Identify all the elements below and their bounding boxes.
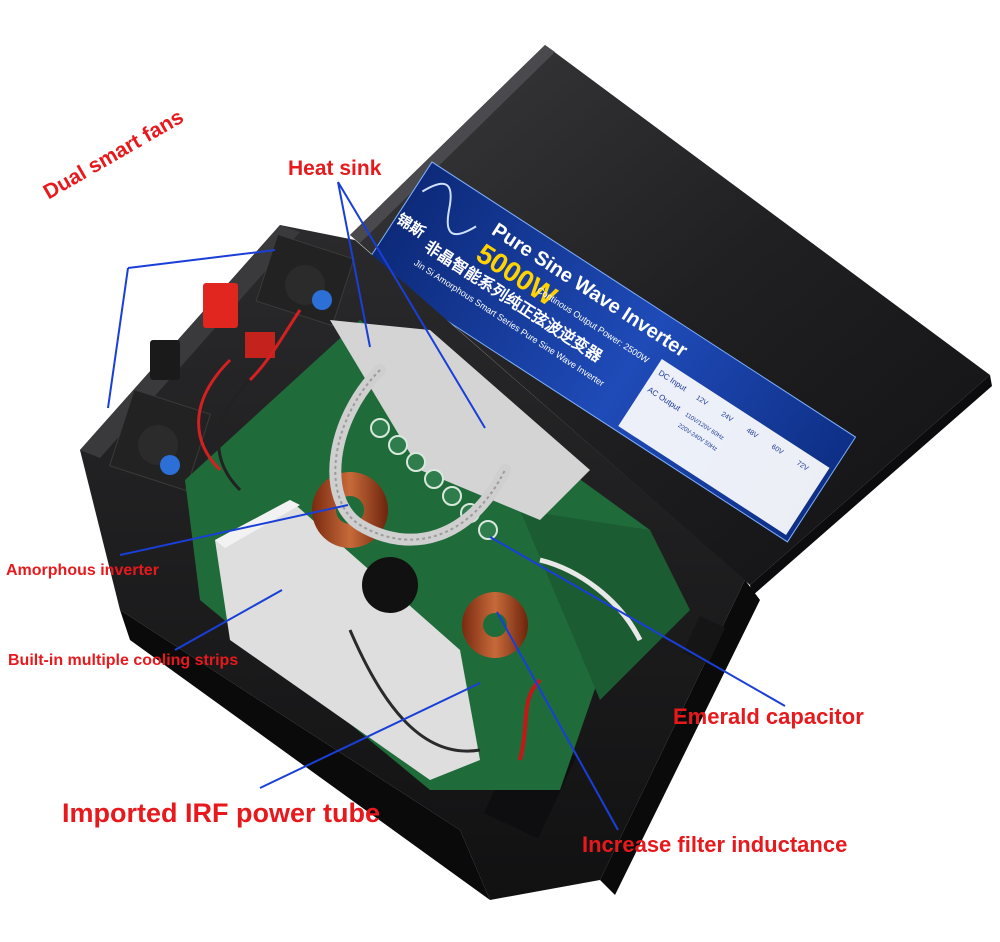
dc-terminals	[150, 283, 275, 380]
callout-irf-power-tube: Imported IRF power tube	[62, 798, 381, 828]
bulk-capacitor	[362, 557, 418, 613]
fan-lower	[108, 388, 212, 492]
callout-emerald-capacitor: Emerald capacitor	[673, 704, 864, 729]
leader-lines	[107, 181, 786, 831]
callout-amorphous-inverter: Amorphous inverter	[6, 562, 159, 579]
callout-heat-sink: Heat sink	[288, 157, 382, 180]
sine-wave-icon	[421, 182, 477, 236]
fan-upper	[255, 233, 355, 327]
callout-filter-inductance: Increase filter inductance	[582, 832, 848, 857]
callout-cooling-strips: Built-in multiple cooling strips	[8, 652, 239, 669]
braided-cable-texture	[334, 369, 506, 541]
